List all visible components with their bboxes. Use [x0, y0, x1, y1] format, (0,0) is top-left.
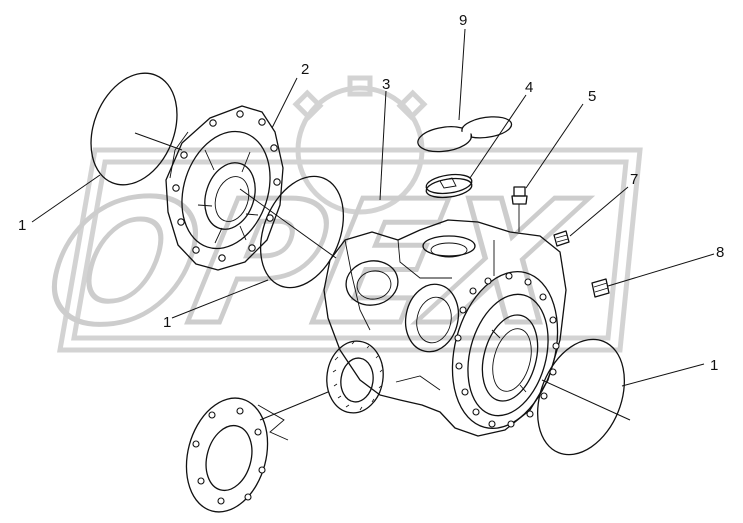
housing-lower-boss: [326, 340, 384, 414]
callout-labels: 1 1 1 2 3 4 5 7 8 9: [18, 12, 724, 374]
callout-1-left: 1: [18, 217, 26, 234]
callout-9: 9: [459, 12, 467, 29]
callout-4: 4: [525, 79, 533, 96]
plug-fitting: [553, 230, 570, 247]
watermark-band: [57, 147, 643, 353]
callout-8: 8: [716, 244, 724, 261]
cover-plate: [425, 173, 473, 199]
watermark-logo: OPEX: [28, 75, 643, 365]
drain-plug: [591, 278, 610, 298]
callout-1-middle: 1: [163, 314, 171, 331]
housing-front-flange: [451, 270, 560, 430]
leader-lines: [31, 28, 715, 421]
gasket-ring-left: [90, 72, 178, 186]
side-cover: [165, 105, 284, 271]
callout-1-right: 1: [710, 357, 718, 374]
lower-flange: [185, 397, 289, 513]
watermark-text: OPEX: [31, 164, 597, 363]
callout-5: 5: [588, 88, 596, 105]
lower-flange-bolt-holes: [192, 407, 266, 505]
callout-2: 2: [301, 61, 309, 78]
breather-fitting: [511, 186, 528, 232]
callout-3: 3: [382, 76, 390, 93]
gasket-ring-right: [536, 338, 626, 456]
side-cover-bolt-holes: [172, 110, 281, 262]
front-flange-bolt-holes: [454, 272, 560, 428]
snap-ring: [417, 116, 513, 153]
axle-housing: [323, 219, 567, 437]
callout-7: 7: [630, 171, 638, 188]
